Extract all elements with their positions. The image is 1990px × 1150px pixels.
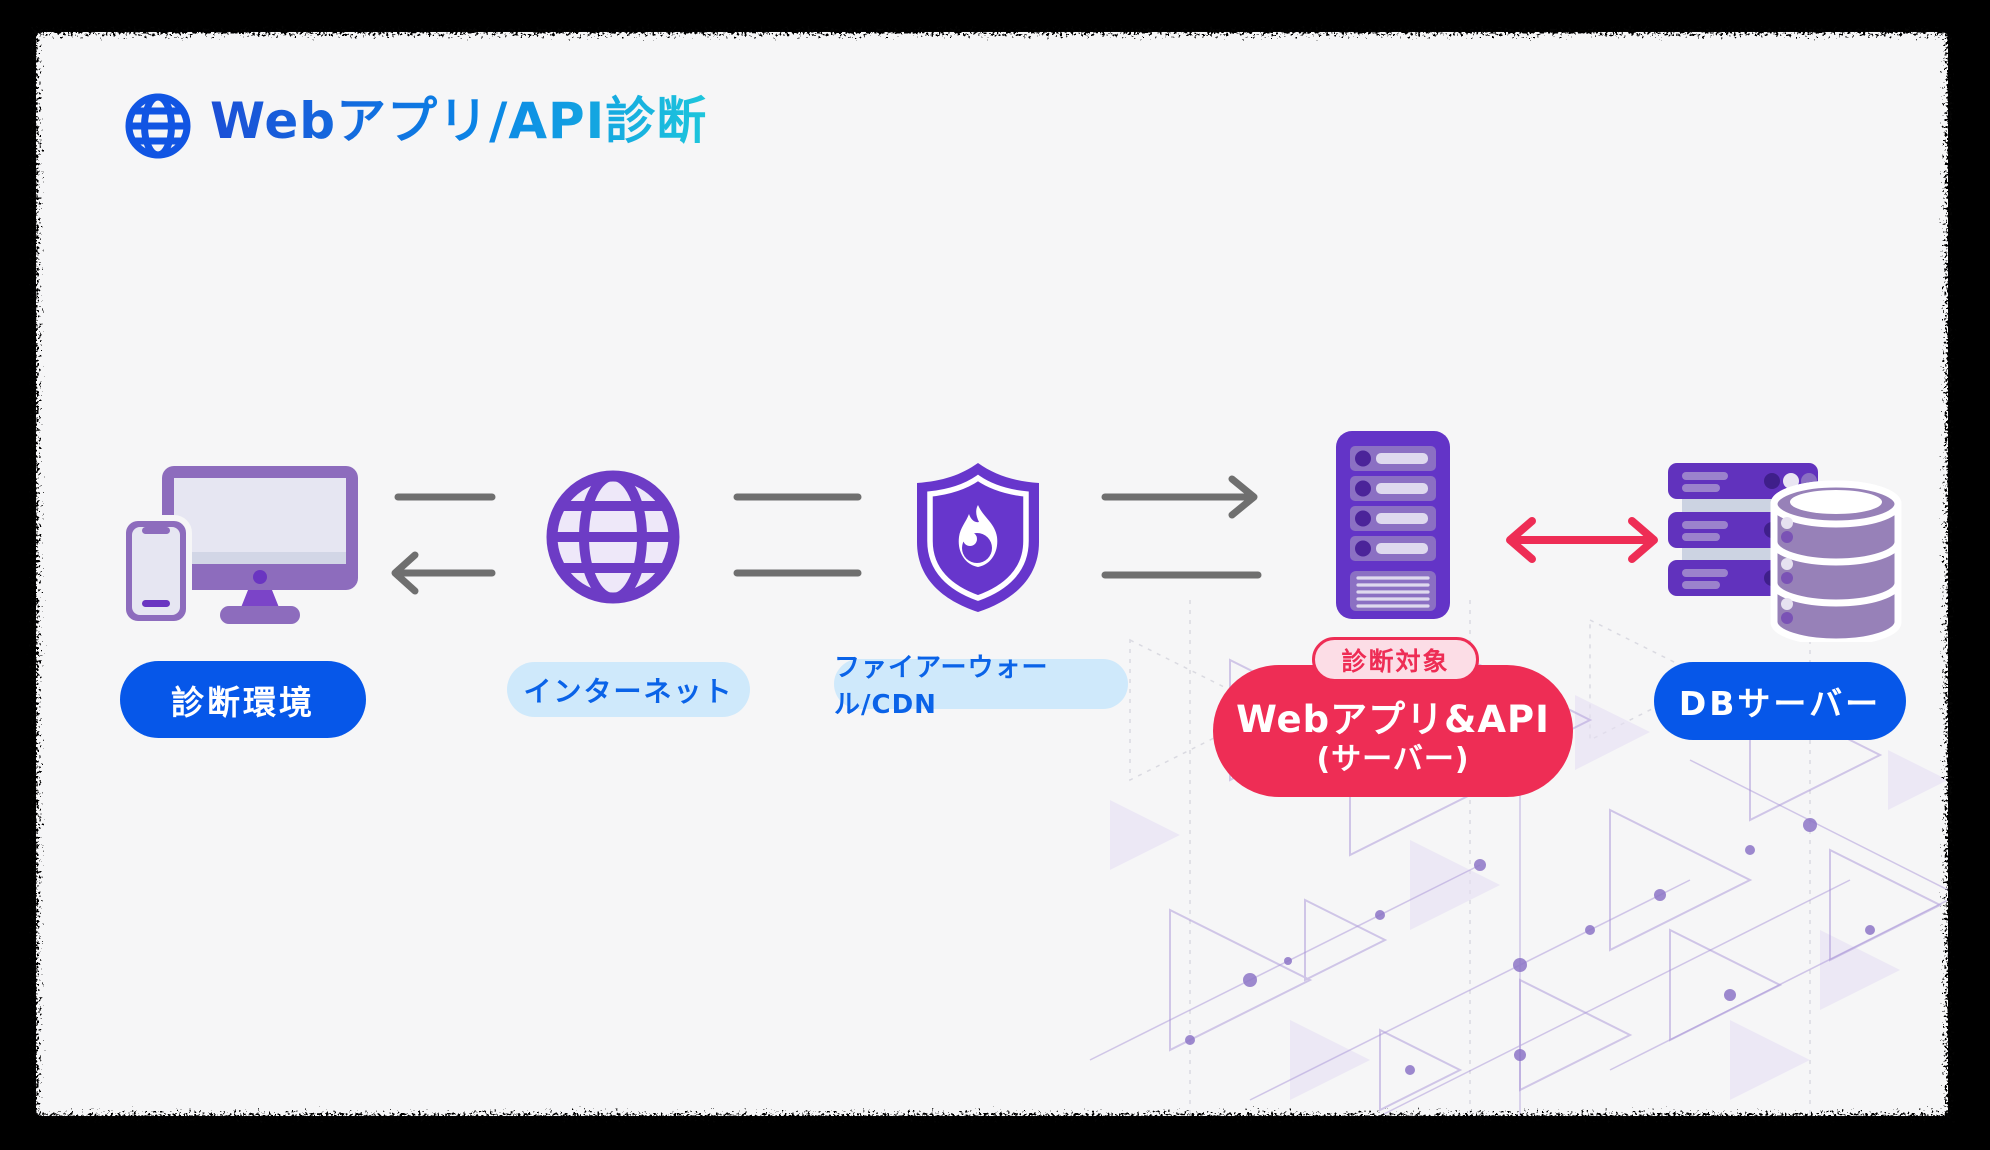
web-server-icon bbox=[1336, 431, 1450, 619]
internet-label: インターネット bbox=[507, 662, 750, 717]
internet-globe-icon bbox=[546, 470, 680, 604]
diagnosis-target-badge: 診断対象 bbox=[1312, 637, 1479, 682]
firewall-label: ファイアーウォール/CDN bbox=[834, 653, 1128, 720]
arrow-server-db-bidirectional bbox=[1506, 517, 1658, 563]
client-devices-icon bbox=[120, 466, 358, 626]
arrow-internet-client-return bbox=[391, 551, 496, 595]
client-label: 診断環境 bbox=[120, 661, 366, 738]
webapp-label-line1: Webアプリ&API bbox=[1236, 697, 1550, 741]
db-server-icon bbox=[1668, 463, 1902, 642]
arrow-firewall-server-top bbox=[1101, 475, 1258, 519]
firewall-shield-icon bbox=[917, 463, 1039, 612]
database-cylinder-icon bbox=[1770, 480, 1902, 642]
webapp-server-label: Webアプリ&API (サーバー) bbox=[1213, 665, 1573, 797]
db-server-label: DBサーバー bbox=[1654, 662, 1906, 740]
webapp-label-line2: (サーバー) bbox=[1316, 742, 1470, 778]
